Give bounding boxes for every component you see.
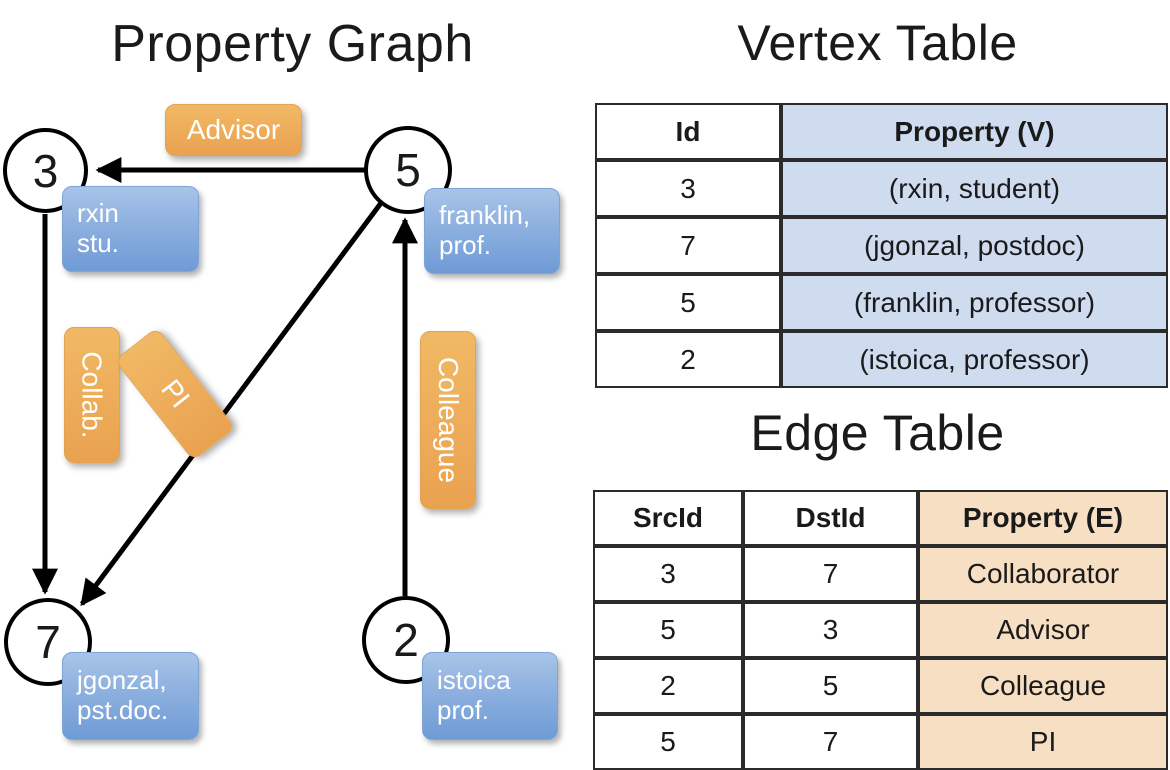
- edge-cell-property: Advisor: [918, 602, 1168, 658]
- graph-node-7-label: 7: [35, 616, 61, 668]
- page-title-property-graph: Property Graph: [111, 15, 474, 73]
- edge-table: SrcId DstId Property (E) 3 7 Collaborato…: [593, 490, 1168, 770]
- node-property-box-5: franklin, prof.: [424, 188, 560, 274]
- table-row: 5 (franklin, professor): [595, 274, 1168, 331]
- vertex-cell-id: 5: [595, 274, 781, 331]
- edge-cell-srcid: 2: [593, 658, 743, 714]
- edge-table-header-srcid: SrcId: [593, 490, 743, 546]
- edge-cell-dstid: 7: [743, 714, 918, 770]
- table-row: 7 (jgonzal, postdoc): [595, 217, 1168, 274]
- node-property-3-line1: rxin: [77, 198, 119, 229]
- node-property-7-line2: pst.doc.: [77, 695, 169, 725]
- edge-label-collab-text: Collab.: [77, 351, 109, 439]
- table-row: 3 (rxin, student): [595, 160, 1168, 217]
- vertex-cell-property: (jgonzal, postdoc): [781, 217, 1168, 274]
- table-row: 3 7 Collaborator: [593, 546, 1168, 602]
- edge-cell-property: Collaborator: [918, 546, 1168, 602]
- table-row: 5 7 PI: [593, 714, 1168, 770]
- edge-cell-srcid: 5: [593, 714, 743, 770]
- edge-cell-property: PI: [918, 714, 1168, 770]
- node-property-7-line1: jgonzal,: [77, 665, 167, 696]
- vertex-table-header-row: Id Property (V): [595, 103, 1168, 160]
- vertex-cell-property: (rxin, student): [781, 160, 1168, 217]
- edge-label-advisor-text: Advisor: [186, 114, 281, 145]
- vertex-cell-property: (istoica, professor): [781, 331, 1168, 388]
- vertex-cell-id: 2: [595, 331, 781, 388]
- vertex-cell-id: 7: [595, 217, 781, 274]
- edge-cell-dstid: 7: [743, 546, 918, 602]
- node-property-5-line1: franklin,: [439, 200, 531, 231]
- graph-node-3-label: 3: [32, 144, 59, 197]
- page-title-edge-table: Edge Table: [750, 405, 1005, 461]
- graph-node-2-label: 2: [393, 614, 419, 666]
- edge-label-colleague-text: Colleague: [433, 356, 465, 484]
- property-graph-diagram: 3 5 7 2 rxin stu. franklin, prof. jgonza…: [0, 0, 585, 760]
- graph-node-5-label: 5: [395, 144, 421, 196]
- node-property-box-7: jgonzal, pst.doc.: [62, 652, 199, 740]
- edge-label-collab: Collab.: [64, 327, 120, 463]
- edge-table-header-row: SrcId DstId Property (E): [593, 490, 1168, 546]
- edge-table-header-dstid: DstId: [743, 490, 918, 546]
- edge-cell-srcid: 5: [593, 602, 743, 658]
- node-property-2-line1: istoica: [437, 665, 511, 696]
- edge-label-advisor: Advisor: [165, 104, 302, 156]
- vertex-cell-property: (franklin, professor): [781, 274, 1168, 331]
- edge-table-header-property: Property (E): [918, 490, 1168, 546]
- graph-edge-lines: [32, 157, 418, 607]
- edge-label-pi-text: PI: [155, 373, 196, 414]
- table-row: 2 (istoica, professor): [595, 331, 1168, 388]
- node-property-box-3: rxin stu.: [62, 186, 199, 272]
- edge-cell-dstid: 3: [743, 602, 918, 658]
- node-property-5-line2: prof.: [439, 230, 492, 260]
- edge-line-5-to-7: [79, 201, 384, 607]
- node-property-box-2: istoica prof.: [422, 652, 558, 740]
- graph-node-5[interactable]: 5: [364, 126, 452, 214]
- table-row: 5 3 Advisor: [593, 602, 1168, 658]
- node-property-3-line2: stu.: [77, 228, 119, 258]
- edge-cell-srcid: 3: [593, 546, 743, 602]
- node-property-2-line2: prof.: [437, 695, 490, 725]
- vertex-table-header-property: Property (V): [781, 103, 1168, 160]
- edge-label-colleague: Colleague: [420, 331, 476, 509]
- graph-node-2[interactable]: 2: [362, 596, 450, 684]
- edge-cell-dstid: 5: [743, 658, 918, 714]
- vertex-table-header-id: Id: [595, 103, 781, 160]
- table-row: 2 5 Colleague: [593, 658, 1168, 714]
- page-title-vertex-table: Vertex Table: [737, 15, 1018, 71]
- vertex-table: Id Property (V) 3 (rxin, student) 7 (jgo…: [595, 103, 1168, 388]
- edge-cell-property: Colleague: [918, 658, 1168, 714]
- vertex-cell-id: 3: [595, 160, 781, 217]
